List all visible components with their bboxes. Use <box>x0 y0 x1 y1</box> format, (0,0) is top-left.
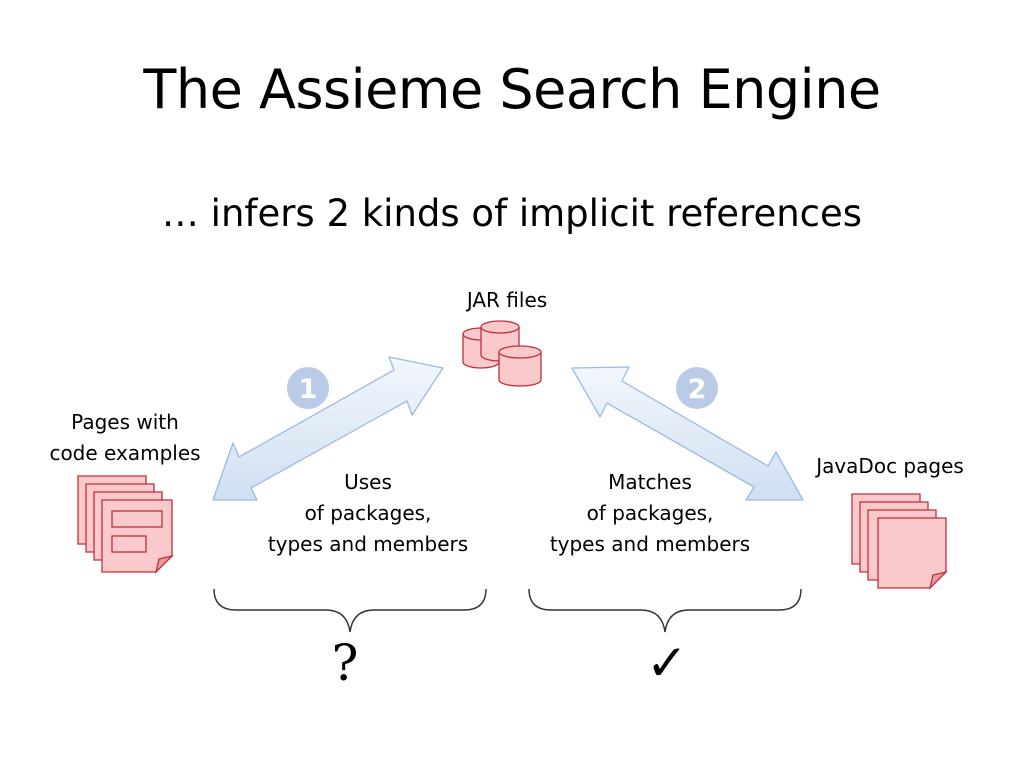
pages-label-line-1: Pages with <box>71 410 179 434</box>
uses-line-3: types and members <box>267 532 469 556</box>
badge-2-number: 2 <box>688 374 707 405</box>
badge-2: 2 <box>676 367 718 409</box>
matches-line-2: of packages, <box>586 501 714 525</box>
curly-brace-icon <box>528 588 802 633</box>
uses-reference-label: Uses of packages, types and members <box>248 467 488 560</box>
uses-line-2: of packages, <box>304 501 432 525</box>
bidirectional-arrow-icon <box>571 366 804 501</box>
slide-subtitle: … infers 2 kinds of implicit references <box>161 192 863 235</box>
matches-line-1: Matches <box>608 470 692 494</box>
uses-line-1: Uses <box>344 470 392 494</box>
pages-label-line-2: code examples <box>49 441 201 465</box>
document-stack-icon <box>77 475 175 575</box>
database-cylinder-2 <box>480 320 520 362</box>
question-mark-verdict: ? <box>331 634 359 692</box>
jar-files-label: JAR files <box>466 288 548 312</box>
curly-brace-icon <box>213 588 487 633</box>
javadoc-pages-label: JavaDoc pages <box>816 454 964 478</box>
matches-reference-label: Matches of packages, types and members <box>530 467 770 560</box>
matches-line-3: types and members <box>549 532 751 556</box>
bidirectional-arrow-icon <box>212 356 444 501</box>
document-stack-icon <box>851 493 949 591</box>
database-cylinder-3 <box>498 345 542 387</box>
database-icon <box>462 320 542 387</box>
badge-1-number: 1 <box>299 374 318 405</box>
slide-title: The Assieme Search Engine <box>143 58 881 121</box>
check-mark-verdict: ✓ <box>646 634 688 692</box>
pages-with-examples-label: Pages with code examples <box>30 407 220 469</box>
badge-1: 1 <box>287 367 329 409</box>
